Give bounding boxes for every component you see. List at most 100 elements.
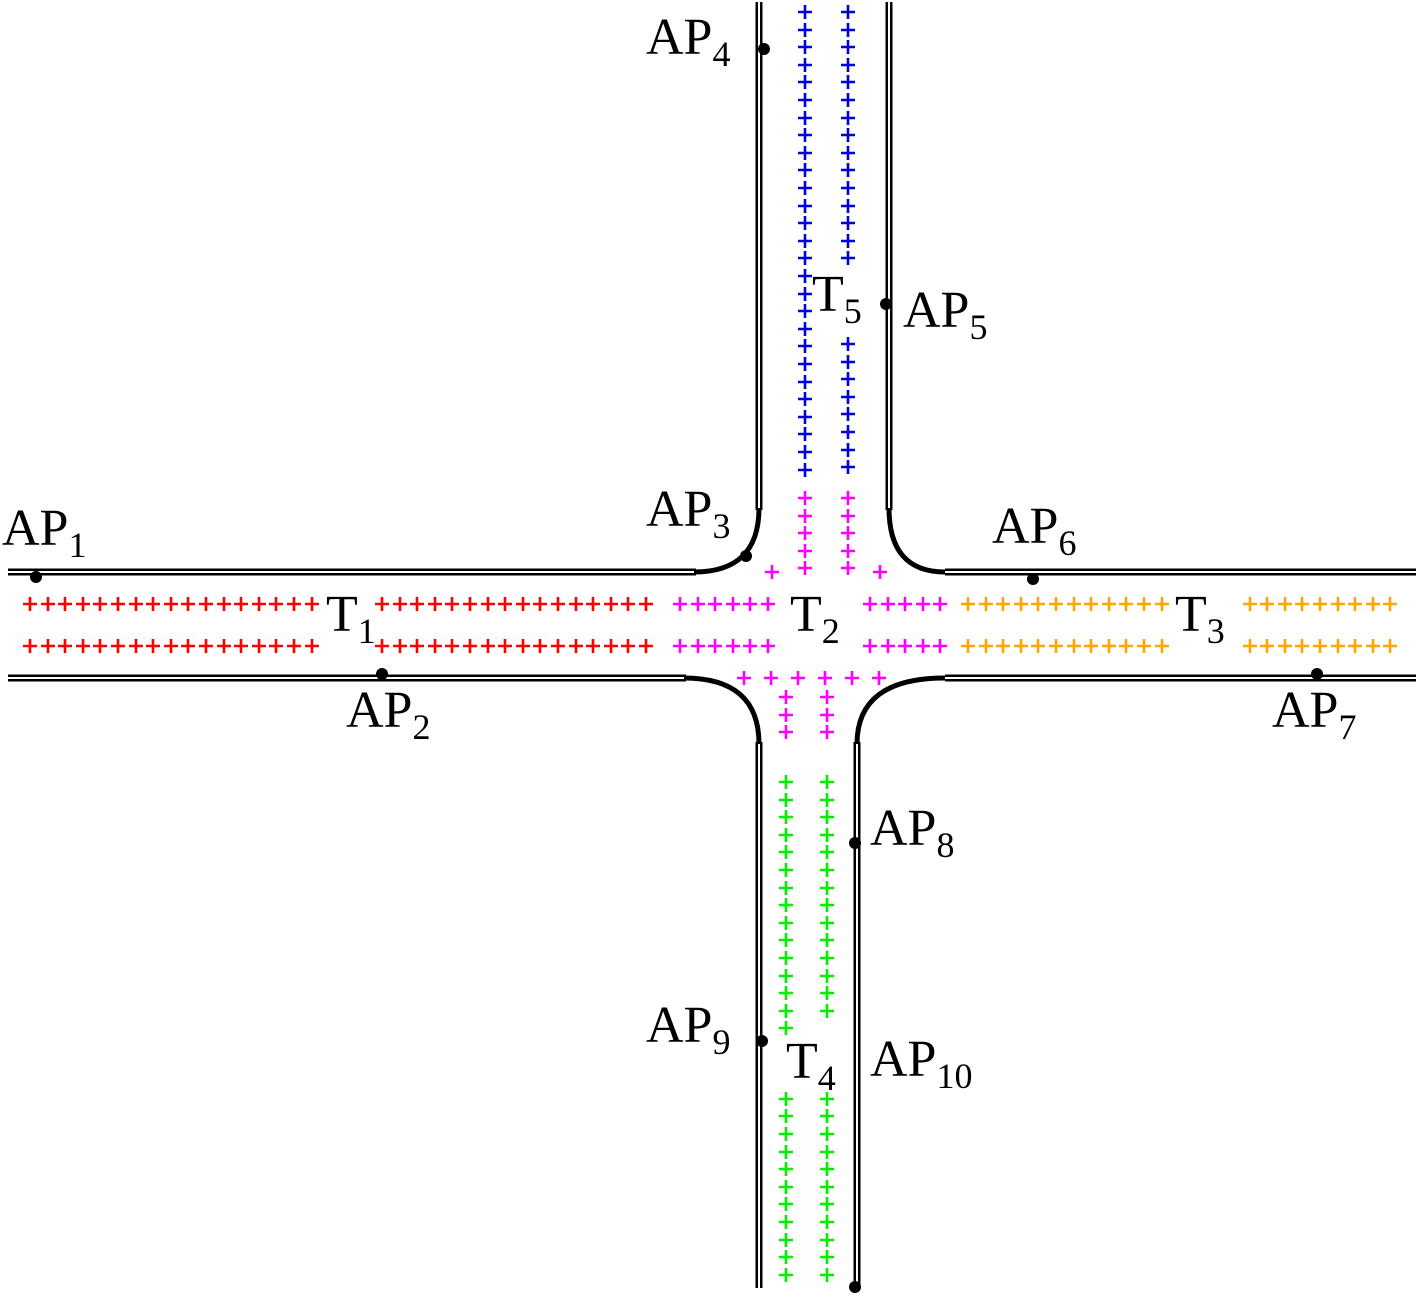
segment-t5-marker-200: [841, 407, 855, 421]
segment-t4-marker-225: [779, 1197, 793, 1211]
ap9-label: AP9: [646, 997, 730, 1062]
segment-t5-marker-154: [798, 5, 812, 19]
segment-t5-marker-195: [841, 251, 855, 265]
segment-t4-marker-229: [779, 1268, 793, 1282]
segment-t5-marker-165: [798, 199, 812, 213]
segment-t5-marker-203: [841, 460, 855, 474]
segment-t4-marker-218: [779, 1021, 793, 1035]
segment-t5-marker-185: [841, 75, 855, 89]
segment-t3-marker-147: [1278, 639, 1292, 653]
segment-t2-marker-76: [743, 639, 757, 653]
segment-t4-marker-209: [779, 863, 793, 877]
segment-t3-marker-116: [1031, 597, 1045, 611]
segment-t3-marker-145: [1243, 639, 1257, 653]
segment-t3-marker-152: [1366, 639, 1380, 653]
segment-t1-marker-23: [481, 597, 495, 611]
segment-t2-marker-67: [691, 597, 705, 611]
ap4-label: AP4: [646, 9, 730, 74]
segment-t4-marker-236: [820, 881, 834, 895]
segment-t2-marker-101: [841, 491, 855, 505]
segment-t1-marker-13: [252, 597, 266, 611]
segment-t3-marker-130: [1348, 597, 1362, 611]
segment-t5-marker-174: [798, 357, 812, 371]
segment-t1-marker-43: [199, 639, 213, 653]
segment-t3-marker-120: [1102, 597, 1116, 611]
segment-t1-marker-31: [621, 597, 635, 611]
segment-t4-marker-243: [820, 1004, 834, 1018]
segment-t4-marker-240: [820, 951, 834, 965]
segment-t4-marker-253: [820, 1250, 834, 1264]
segment-t4-marker-232: [820, 810, 834, 824]
segment-t4-marker-211: [779, 898, 793, 912]
segment-t3-marker-135: [996, 639, 1010, 653]
segment-t1-marker-4: [93, 597, 107, 611]
segment-t1-marker-10: [199, 597, 213, 611]
segment-t1-marker-49: [305, 639, 319, 653]
segment-t1-marker-48: [287, 639, 301, 653]
ap7-dot: [1311, 668, 1323, 680]
segment-t5-marker-196: [841, 337, 855, 351]
segment-t4-marker-251: [820, 1215, 834, 1229]
segment-t3-marker-148: [1295, 639, 1309, 653]
segment-t3-marker-124: [1243, 597, 1257, 611]
t2-label: T2: [790, 586, 840, 651]
segment-t2-marker-80: [898, 597, 912, 611]
segment-t5-marker-158: [798, 75, 812, 89]
segment-t3-marker-134: [979, 639, 993, 653]
segment-t2-marker-68: [708, 597, 722, 611]
segment-t1-marker-59: [533, 639, 547, 653]
segment-t2-marker-108: [779, 725, 793, 739]
ap9-dot: [756, 1035, 768, 1047]
segment-t5-marker-163: [798, 163, 812, 177]
segment-t3-marker-132: [1383, 597, 1397, 611]
segment-t1-marker-8: [164, 597, 178, 611]
segment-t5-marker-177: [798, 410, 812, 424]
segment-t2-marker-86: [916, 639, 930, 653]
segment-t4-marker-254: [820, 1268, 834, 1282]
t5-label: T5: [812, 266, 862, 331]
segment-t2-marker-88: [765, 565, 779, 579]
segment-t5-marker-193: [841, 216, 855, 230]
segment-t1-marker-37: [93, 639, 107, 653]
segment-t5-marker-166: [798, 216, 812, 230]
segment-t2-marker-82: [933, 597, 947, 611]
segment-t2-marker-97: [798, 509, 812, 523]
segment-t1-marker-6: [129, 597, 143, 611]
segment-t5-marker-167: [798, 234, 812, 248]
segment-t1-marker-9: [181, 597, 195, 611]
segment-t5-marker-160: [798, 111, 812, 125]
segment-t4-marker-222: [779, 1145, 793, 1159]
segment-t3-marker-138: [1049, 639, 1063, 653]
segment-t4-marker-214: [779, 951, 793, 965]
segment-t2-marker-75: [726, 639, 740, 653]
segment-t3-marker-125: [1260, 597, 1274, 611]
t3-label: T3: [1175, 586, 1225, 651]
segment-t1-marker-22: [463, 597, 477, 611]
ap3-dot: [740, 550, 752, 562]
segment-t2-marker-70: [743, 597, 757, 611]
segment-t4-marker-239: [820, 933, 834, 947]
segment-t2-marker-98: [798, 526, 812, 540]
segment-t2-marker-106: [779, 690, 793, 704]
segment-t2-marker-71: [761, 597, 775, 611]
segment-t1-marker-15: [287, 597, 301, 611]
segment-t5-marker-187: [841, 111, 855, 125]
segment-t2-marker-89: [873, 565, 887, 579]
segment-t5-marker-183: [841, 40, 855, 54]
segment-t2-marker-100: [798, 561, 812, 575]
segment-t5-marker-161: [798, 128, 812, 142]
ap8-dot: [849, 837, 861, 849]
segment-t3-marker-143: [1137, 639, 1151, 653]
segment-t4-marker-210: [779, 881, 793, 895]
segment-t4-marker-233: [820, 828, 834, 842]
segment-t1-marker-61: [569, 639, 583, 653]
segment-t1-marker-32: [639, 597, 653, 611]
segment-t4-marker-213: [779, 933, 793, 947]
segment-labels: T1 T2 T3 T4 T5: [326, 266, 1225, 1098]
segment-t4-marker-212: [779, 916, 793, 930]
segment-t1-marker-50: [375, 639, 389, 653]
segment-t1-marker-64: [621, 639, 635, 653]
segment-t1-marker-7: [146, 597, 160, 611]
segment-t2-marker-110: [820, 708, 834, 722]
segment-t1-marker-39: [129, 639, 143, 653]
